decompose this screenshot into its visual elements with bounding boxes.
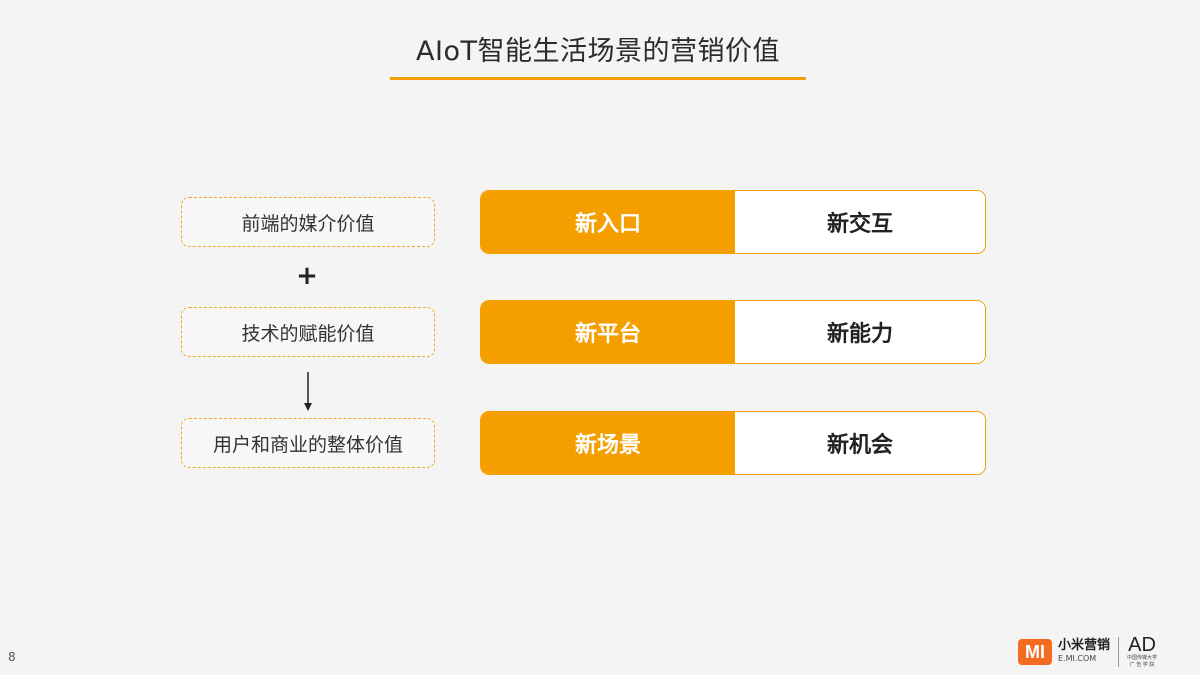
- logo-divider: [1118, 637, 1120, 667]
- value-box-tech: 技术的赋能价值: [181, 307, 435, 357]
- value-box-business: 用户和商业的整体价值: [181, 418, 435, 468]
- mi-logo-icon: MI: [1018, 639, 1052, 665]
- pair-row-1: 新入口 新交互: [480, 190, 986, 254]
- ad-small-2: 广 告 学 院: [1129, 662, 1155, 668]
- ad-small-1: 中国传媒大学: [1127, 655, 1158, 661]
- pair-left-label: 新场景: [481, 412, 735, 474]
- pair-left-label: 新平台: [481, 301, 735, 363]
- plus-connector: +: [296, 261, 318, 291]
- ad-logo: AD 中国传媒大学 广 告 学 院: [1127, 635, 1157, 669]
- footer-logos: MI 小米营销 E.MI.COM AD 中国传媒大学 广 告 学 院: [1018, 632, 1194, 672]
- pair-row-3: 新场景 新机会: [480, 411, 986, 475]
- brand-en: E.MI.COM: [1058, 654, 1097, 663]
- title-underline: [390, 77, 806, 80]
- ad-logo-icon: AD: [1128, 634, 1156, 656]
- brand-text: 小米营销 E.MI.COM: [1058, 639, 1110, 665]
- pair-row-2: 新平台 新能力: [480, 300, 986, 364]
- slide-title: AIoT智能生活场景的营销价值: [416, 36, 780, 67]
- pair-left-label: 新入口: [481, 191, 735, 253]
- pair-right-label: 新能力: [735, 301, 985, 363]
- pair-right-label: 新机会: [735, 412, 985, 474]
- down-arrow-icon: [304, 372, 312, 411]
- brand-cn: 小米营销: [1058, 638, 1111, 653]
- pair-right-label: 新交互: [735, 191, 985, 253]
- value-box-media: 前端的媒介价值: [181, 197, 435, 247]
- slide-title-wrap: AIoT智能生活场景的营销价值: [390, 34, 806, 80]
- page-number: 8: [8, 650, 16, 664]
